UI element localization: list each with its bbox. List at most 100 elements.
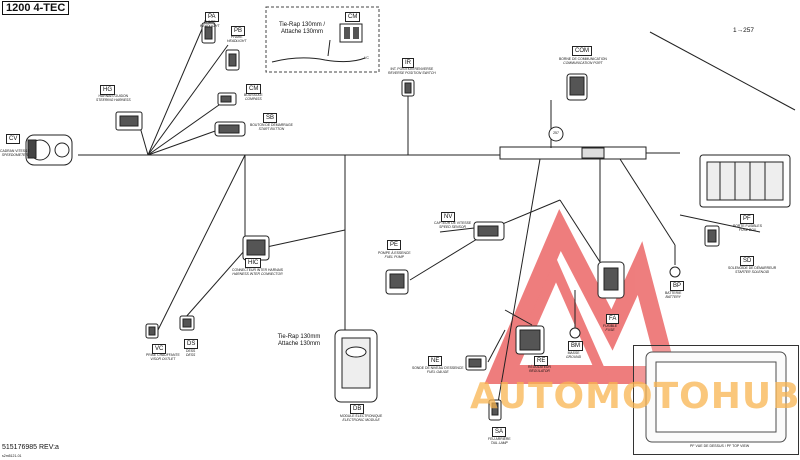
label-pb-en: HEADLIGHT <box>227 39 247 43</box>
label-hic-fr: CONNECTEUR INTER HARNAIS <box>232 268 284 272</box>
diagram-title: 1200 4-TEC <box>2 1 70 15</box>
tie-rap-top-note: Tie-Rap 130mm / Attache 130mm <box>270 22 334 36</box>
top-view-caption: PF VUE DE DESSUS / PF TOP VIEW <box>690 444 750 448</box>
tie-rap-inset <box>265 6 380 73</box>
label-sa-en: TAIL LAMP <box>490 441 508 445</box>
label-bm-fr: MASSE <box>567 351 580 355</box>
label-cm-fr: BOUSSOLE <box>244 93 263 97</box>
tail-lamp-connector-icon <box>488 399 502 421</box>
tag-db: DB <box>350 404 365 414</box>
speed-sensor-connector-icon <box>473 221 505 241</box>
compass-connector-icon <box>217 92 237 106</box>
label-re-en: REGULATOR <box>529 369 550 373</box>
tag-cm: CM <box>246 84 262 94</box>
headlight-connector-icon <box>201 22 216 44</box>
tag-ir: IR <box>402 58 414 68</box>
tag-sd: SD <box>740 256 755 266</box>
label-nv-en: SPEED SENSOR <box>439 225 466 229</box>
label-hic-en: HARNESS INTER CONNECTOR <box>232 272 283 276</box>
tag-re: RE <box>534 356 549 366</box>
tag-sb: SB <box>263 113 278 123</box>
label-sb-en: START BUTTON <box>258 127 285 131</box>
sleeve-tape <box>581 147 605 159</box>
label-sd-fr: SOLENOÏDE DE DÉMARREUR <box>728 266 777 270</box>
label-cm-en: COMPASS <box>244 97 262 101</box>
label-db-fr: MODULE ÉLECTRONIQUE <box>340 414 383 418</box>
label-pa-en: HEADLIGHT <box>200 24 220 28</box>
electronic-module-icon <box>334 329 378 403</box>
tag-nv: NV <box>441 212 456 222</box>
label-pb-fr: PHARE <box>230 35 243 39</box>
tie-rap-top-line-1: Tie-Rap 130mm / <box>278 22 326 28</box>
tie-rap-bottom-line-2: Attache 130mm <box>277 341 321 347</box>
label-pf-en: FUSE BOX <box>738 228 757 232</box>
label-vc-en: VISOR OUTLET <box>150 357 176 361</box>
tag-vc: VC <box>152 344 167 354</box>
label-ne-en: FUEL GAUGE <box>426 370 449 374</box>
label-sb-fr: BOUTON DE DÉMARRAGE <box>250 123 293 127</box>
tag-com: COM <box>572 46 592 56</box>
diagonal-harness-line <box>649 31 796 111</box>
label-bp-fr: BATTERIE <box>665 291 682 295</box>
tag-fa: FA <box>606 314 620 324</box>
battery-terminal-icon <box>669 266 681 278</box>
harness-sleeve <box>499 146 647 160</box>
watermark-text: AUTOMOTOHUB <box>470 376 800 417</box>
label-com-en: COMMUNICATION PORT <box>563 61 603 65</box>
tag-bp: BP <box>670 281 685 291</box>
label-sa-fr: FEU ARRIÈRE <box>488 437 511 441</box>
page-ref-number: 257 <box>553 131 559 135</box>
label-pe-en: FUEL PUMP <box>384 255 404 259</box>
label-cv-en: SPEEDOMETER <box>1 153 28 157</box>
ground-terminal-icon <box>569 327 581 339</box>
label-bp-en: BATTERY <box>665 295 681 299</box>
fuel-gauge-connector-icon <box>465 355 487 371</box>
fuse-box-top-view-icon <box>645 351 787 443</box>
label-hg-fr: HARNAIS GUIDON <box>98 94 129 98</box>
tag-hic: HIC <box>245 258 262 268</box>
inset-vc-label: VC <box>364 56 369 60</box>
label-sd-en: STARTER SOLENOID <box>735 270 770 274</box>
tag-pb: PB <box>231 26 246 36</box>
label-bm-en: GROUND <box>566 355 582 359</box>
tag-bm: BM <box>568 341 583 351</box>
speedometer-icon <box>25 134 73 166</box>
tie-rap-top-line-2: Attache 130mm <box>280 29 324 35</box>
headlight-connector-b-icon <box>225 49 240 71</box>
fuse-holder-icon <box>597 261 625 299</box>
fuse-box-icon <box>699 154 791 208</box>
label-com-fr: BORNE DE COMMUNICATION <box>559 57 607 61</box>
label-ne-fr: SONDE DE NIVEAU D'ESSENCE <box>412 366 464 370</box>
page-ref-circle-icon <box>548 126 564 142</box>
doc-code: s2m5121-01 <box>2 454 22 458</box>
communication-port-icon <box>566 73 588 101</box>
label-ir-fr: INT. POSITION RENVERSE <box>390 67 434 71</box>
label-pf-fr: PORTE FUSIBLES <box>733 224 762 228</box>
automotohub-logo-icon <box>484 208 680 384</box>
label-db-en: ELECTRONIC MODULE <box>342 418 380 422</box>
label-pa-fr: PHARE <box>203 20 216 24</box>
tag-pa: PA <box>205 12 219 22</box>
label-pe-fr: POMPE À ESSENCE <box>378 251 411 255</box>
label-fa-fr: FUSIBLE <box>603 324 618 328</box>
label-cv-fr: CADRAN VITESSE <box>0 149 30 153</box>
